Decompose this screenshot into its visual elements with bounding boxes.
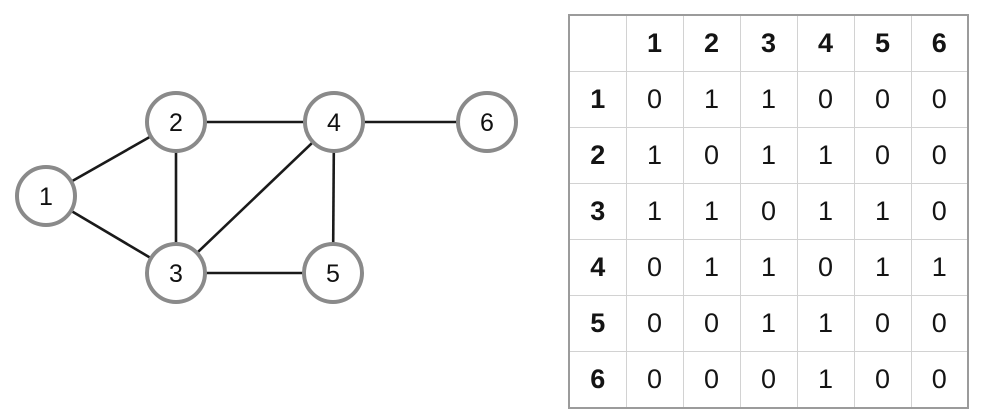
matrix-cell-2-5: 0 <box>853 127 912 184</box>
matrix-cell-3-6: 0 <box>910 183 969 240</box>
matrix-cell-4-2: 1 <box>682 239 741 296</box>
matrix-cell-5-1: 0 <box>625 295 684 352</box>
matrix-column-header-2: 2 <box>682 14 741 72</box>
matrix-cell-1-2: 1 <box>682 71 741 128</box>
node-label-4: 4 <box>327 109 341 137</box>
matrix-cell-3-2: 1 <box>682 183 741 240</box>
matrix-cell-5-3: 1 <box>739 295 798 352</box>
matrix-cell-4-6: 1 <box>910 239 969 296</box>
matrix-cell-1-5: 0 <box>853 71 912 128</box>
matrix-cell-3-5: 1 <box>853 183 912 240</box>
matrix-cell-4-3: 1 <box>739 239 798 296</box>
matrix-row-header-3: 3 <box>568 183 627 240</box>
matrix-cell-1-4: 0 <box>796 71 855 128</box>
matrix-cell-3-1: 1 <box>625 183 684 240</box>
matrix-corner-cell <box>568 14 627 72</box>
graph-node-4[interactable]: 4 <box>303 91 365 153</box>
matrix-cell-3-3: 0 <box>739 183 798 240</box>
graph-node-3[interactable]: 3 <box>145 242 207 304</box>
node-label-1: 1 <box>39 183 53 211</box>
matrix-cell-2-1: 1 <box>625 127 684 184</box>
graph-edge-1-2 <box>70 135 152 183</box>
graph-node-1[interactable]: 1 <box>15 165 77 227</box>
node-circle-3 <box>145 242 207 304</box>
graph-edge-1-3 <box>70 209 152 260</box>
matrix-cell-3-4: 1 <box>796 183 855 240</box>
matrix-column-header-6: 6 <box>910 14 969 72</box>
matrix-cell-4-1: 0 <box>625 239 684 296</box>
matrix-cell-4-5: 1 <box>853 239 912 296</box>
matrix-row-header-4: 4 <box>568 239 627 296</box>
matrix-cell-6-4: 1 <box>796 351 855 409</box>
matrix-cell-4-4: 0 <box>796 239 855 296</box>
node-label-3: 3 <box>169 260 183 288</box>
matrix-column-header-4: 4 <box>796 14 855 72</box>
node-circle-2 <box>145 91 207 153</box>
node-label-5: 5 <box>326 260 340 288</box>
matrix-cell-1-3: 1 <box>739 71 798 128</box>
graph-edges-layer <box>70 120 458 275</box>
matrix-cell-5-6: 0 <box>910 295 969 352</box>
matrix-row-header-2: 2 <box>568 127 627 184</box>
matrix-row-header-6: 6 <box>568 351 627 409</box>
matrix-row-header-1: 1 <box>568 71 627 128</box>
graph-edge-3-4 <box>196 141 314 254</box>
node-circle-5 <box>302 242 364 304</box>
matrix-column-header-1: 1 <box>625 14 684 72</box>
matrix-cell-2-6: 0 <box>910 127 969 184</box>
graph-edge-4-5 <box>331 150 336 245</box>
matrix-cell-5-4: 1 <box>796 295 855 352</box>
matrix-cell-2-2: 0 <box>682 127 741 184</box>
node-circle-4 <box>303 91 365 153</box>
matrix-column-header-3: 3 <box>739 14 798 72</box>
matrix-cell-2-3: 1 <box>739 127 798 184</box>
matrix-cell-6-2: 0 <box>682 351 741 409</box>
graph-diagram: 1 2 3 4 5 6 <box>15 91 518 304</box>
graph-nodes-layer: 1 2 3 4 5 6 <box>15 91 518 304</box>
matrix-cell-6-6: 0 <box>910 351 969 409</box>
matrix-cell-1-6: 0 <box>910 71 969 128</box>
graph-node-5[interactable]: 5 <box>302 242 364 304</box>
matrix-cell-6-3: 0 <box>739 351 798 409</box>
matrix-cell-6-5: 0 <box>853 351 912 409</box>
matrix-cell-6-1: 0 <box>625 351 684 409</box>
matrix-cell-5-2: 0 <box>682 295 741 352</box>
node-label-2: 2 <box>169 109 183 137</box>
graph-svg-canvas: 1 2 3 4 5 6 <box>15 91 518 304</box>
node-label-6: 6 <box>480 109 494 137</box>
matrix-column-header-5: 5 <box>853 14 912 72</box>
node-circle-6 <box>456 91 518 153</box>
node-circle-1 <box>15 165 77 227</box>
graph-node-2[interactable]: 2 <box>145 91 207 153</box>
matrix-cell-1-1: 0 <box>625 71 684 128</box>
matrix-cell-5-5: 0 <box>853 295 912 352</box>
graph-node-6[interactable]: 6 <box>456 91 518 153</box>
matrix-cell-2-4: 1 <box>796 127 855 184</box>
matrix-row-header-5: 5 <box>568 295 627 352</box>
